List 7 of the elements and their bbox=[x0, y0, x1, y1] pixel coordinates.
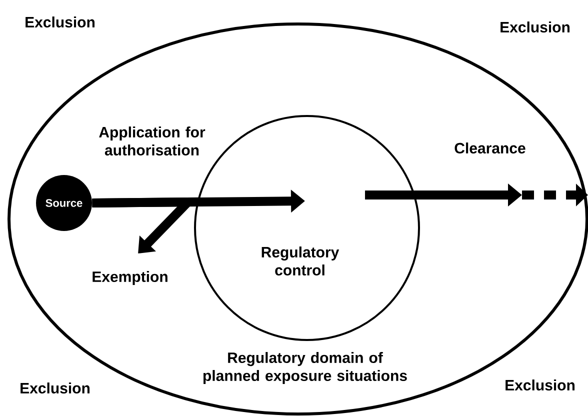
region-label: Exclusion bbox=[20, 382, 90, 394]
edge-label: Clearance bbox=[454, 142, 526, 154]
edge-label: Application for authorisation bbox=[99, 126, 206, 156]
exemption-text: Exemption bbox=[92, 271, 168, 285]
arrow bbox=[92, 197, 199, 254]
region-label: Exclusion bbox=[500, 22, 570, 32]
region-label: Exclusion bbox=[506, 380, 574, 390]
